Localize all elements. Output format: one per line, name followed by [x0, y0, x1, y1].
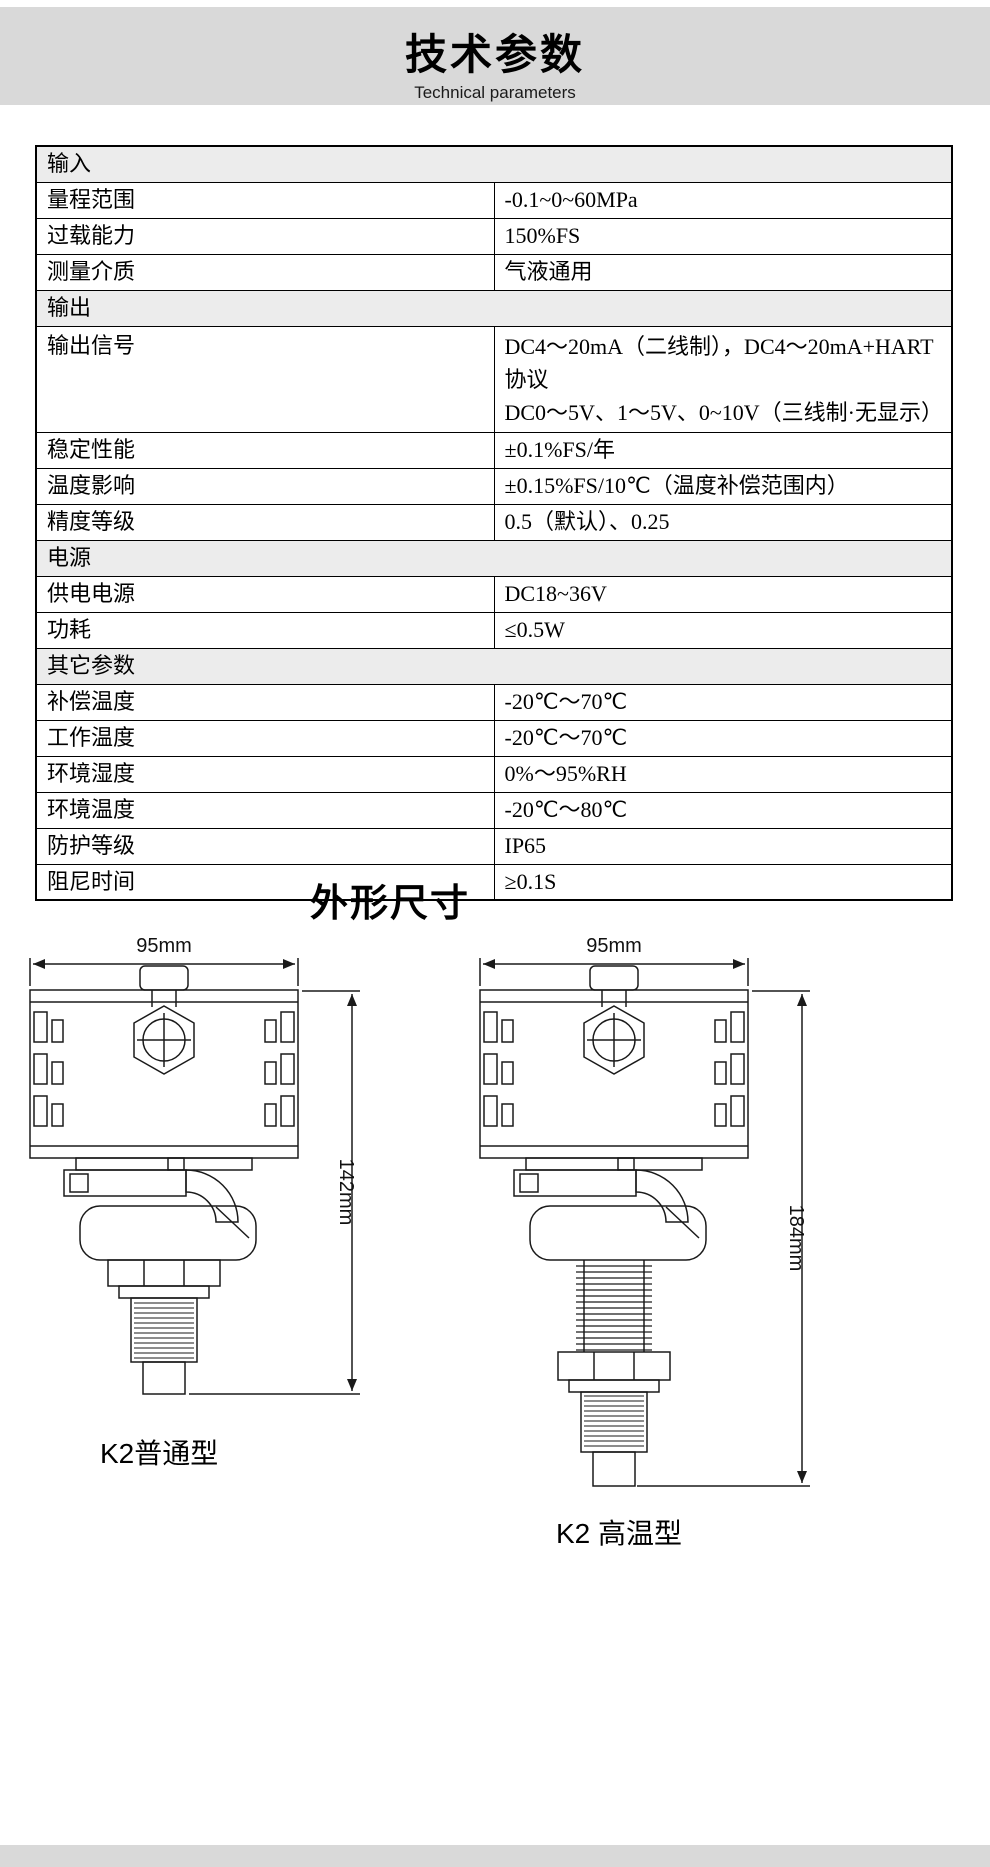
- row-value: 0%～95%RH: [493, 755, 953, 793]
- row-label: 防护等级: [35, 827, 495, 865]
- row-label: 环境湿度: [35, 755, 495, 793]
- row-label: 环境温度: [35, 791, 495, 829]
- height-dimension-label: 184mm: [785, 1205, 807, 1272]
- page-title: 技术参数: [404, 31, 585, 78]
- table-row: 测量介质 气液通用: [35, 253, 953, 291]
- row-value: 0.5（默认）、0.25: [493, 503, 953, 541]
- row-value-line2: DC0～5V、1～5V、0~10V（三线制·无显示）: [504, 399, 943, 425]
- row-label: 阻尼时间: [35, 863, 495, 901]
- table-row: 温度影响 ±0.15%FS/10℃（温度补偿范围内）: [35, 467, 953, 505]
- table-row: 输出信号 DC4～20mA（二线制），DC4～20mA+HART协议 DC0～5…: [35, 325, 953, 433]
- table-row: 环境湿度 0%～95%RH: [35, 755, 953, 793]
- row-label: 精度等级: [35, 503, 495, 541]
- table-section-row: 电源: [35, 539, 953, 577]
- page-subtitle: Technical parameters: [414, 83, 576, 102]
- table-section-row: 输出: [35, 289, 953, 327]
- row-label: 温度影响: [35, 467, 495, 505]
- row-label: 功耗: [35, 611, 495, 649]
- row-value: -0.1~0~60MPa: [493, 181, 953, 219]
- table-row: 供电电源 DC18~36V: [35, 575, 953, 613]
- dimensions-section-title: 外形尺寸: [309, 883, 470, 925]
- section-label: 其它参数: [35, 647, 953, 685]
- row-value: DC18~36V: [493, 575, 953, 613]
- table-row: 稳定性能 ±0.1%FS/年: [35, 431, 953, 469]
- table-row: 精度等级 0.5（默认）、0.25: [35, 503, 953, 541]
- table-row: 环境温度 -20℃～80℃: [35, 791, 953, 829]
- row-value: ±0.1%FS/年: [493, 431, 953, 469]
- drawing-linework: [29, 958, 360, 1395]
- section-label: 电源: [35, 539, 953, 577]
- row-label: 补偿温度: [35, 683, 495, 721]
- table-section-row: 输入: [35, 145, 953, 183]
- caption-high-temp-type: K2 高温型: [556, 1518, 683, 1549]
- caption-normal-type: K2普通型: [100, 1438, 219, 1469]
- row-label: 供电电源: [35, 575, 495, 613]
- row-value: -20℃～70℃: [493, 719, 953, 757]
- row-value: -20℃～70℃: [493, 683, 953, 721]
- table-row: 功耗 ≤0.5W: [35, 611, 953, 649]
- table-row: 阻尼时间 ≥0.1S: [35, 863, 953, 901]
- transmitter-drawing-normal: 95mm 142mm: [29, 935, 360, 1395]
- row-value: 150%FS: [493, 217, 953, 255]
- row-value-line1: DC4～20mA（二线制），DC4～20mA+HART协议: [504, 333, 934, 392]
- row-value: IP65: [493, 827, 953, 865]
- table-row: 防护等级 IP65: [35, 827, 953, 865]
- row-label: 稳定性能: [35, 431, 495, 469]
- spec-table: 输入 量程范围 -0.1~0~60MPa 过载能力 150%FS 测量介质 气液…: [35, 145, 953, 901]
- section-label: 输入: [35, 145, 953, 183]
- row-value: ±0.15%FS/10℃（温度补偿范围内）: [493, 467, 953, 505]
- table-section-row: 其它参数: [35, 647, 953, 685]
- table-row: 补偿温度 -20℃～70℃: [35, 683, 953, 721]
- row-value: -20℃～80℃: [493, 791, 953, 829]
- width-dimension-label: 95mm: [586, 935, 642, 957]
- row-label: 测量介质: [35, 253, 495, 291]
- row-value: 气液通用: [493, 253, 953, 291]
- row-label: 量程范围: [35, 181, 495, 219]
- table-row: 过载能力 150%FS: [35, 217, 953, 255]
- row-value: ≥0.1S: [493, 863, 953, 901]
- width-dimension-label: 95mm: [136, 935, 192, 957]
- table-row: 量程范围 -0.1~0~60MPa: [35, 181, 953, 219]
- row-label: 工作温度: [35, 719, 495, 757]
- transmitter-drawing-high-temp: 95mm 184mm: [479, 935, 810, 1487]
- row-value: DC4～20mA（二线制），DC4～20mA+HART协议 DC0～5V、1～5…: [493, 325, 953, 433]
- footer-band: [0, 1845, 990, 1867]
- table-row: 工作温度 -20℃～70℃: [35, 719, 953, 757]
- section-label: 输出: [35, 289, 953, 327]
- header-banner: 技术参数 Technical parameters: [0, 7, 990, 105]
- height-dimension-label: 142mm: [335, 1159, 357, 1226]
- drawing-linework: [479, 958, 810, 1487]
- row-value: ≤0.5W: [493, 611, 953, 649]
- row-label: 输出信号: [35, 325, 495, 433]
- row-label: 过载能力: [35, 217, 495, 255]
